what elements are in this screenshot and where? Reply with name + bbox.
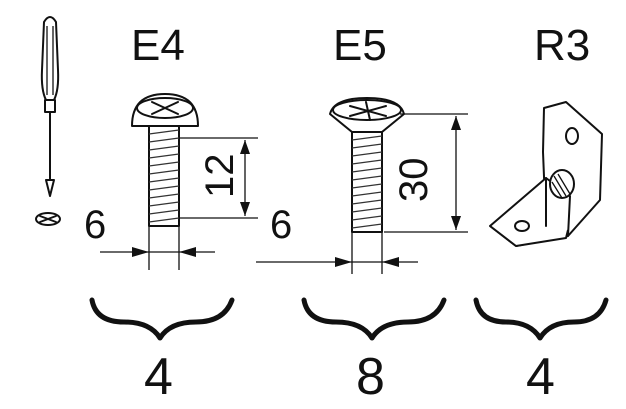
pan-head-screw-icon	[131, 93, 199, 227]
e5-diameter-dimension-line	[256, 232, 418, 274]
e5-quantity-label: 8	[356, 348, 385, 406]
e4-diameter-dimension-line	[100, 226, 215, 270]
e4-quantity-brace	[89, 297, 235, 341]
e5-length-dimension-line	[384, 113, 468, 233]
e5-length-label: 30	[392, 158, 436, 203]
angle-bracket-icon	[489, 101, 603, 247]
e5-diameter-label: 6	[270, 203, 292, 247]
phillips-tip-icon	[35, 212, 61, 226]
part-code-r3: R3	[534, 21, 590, 70]
e4-diameter-label: 6	[84, 203, 106, 247]
e5-quantity-brace	[301, 297, 447, 341]
part-code-e4: E4	[131, 21, 185, 70]
part-code-e5: E5	[333, 21, 387, 70]
phillips-screwdriver-icon	[40, 16, 60, 197]
countersunk-screw-icon	[329, 97, 405, 233]
e4-length-dimension-line	[180, 137, 258, 219]
e4-length-label: 12	[198, 154, 242, 199]
r3-quantity-brace	[473, 297, 609, 341]
e4-quantity-label: 4	[144, 348, 173, 406]
r3-quantity-label: 4	[526, 348, 555, 406]
